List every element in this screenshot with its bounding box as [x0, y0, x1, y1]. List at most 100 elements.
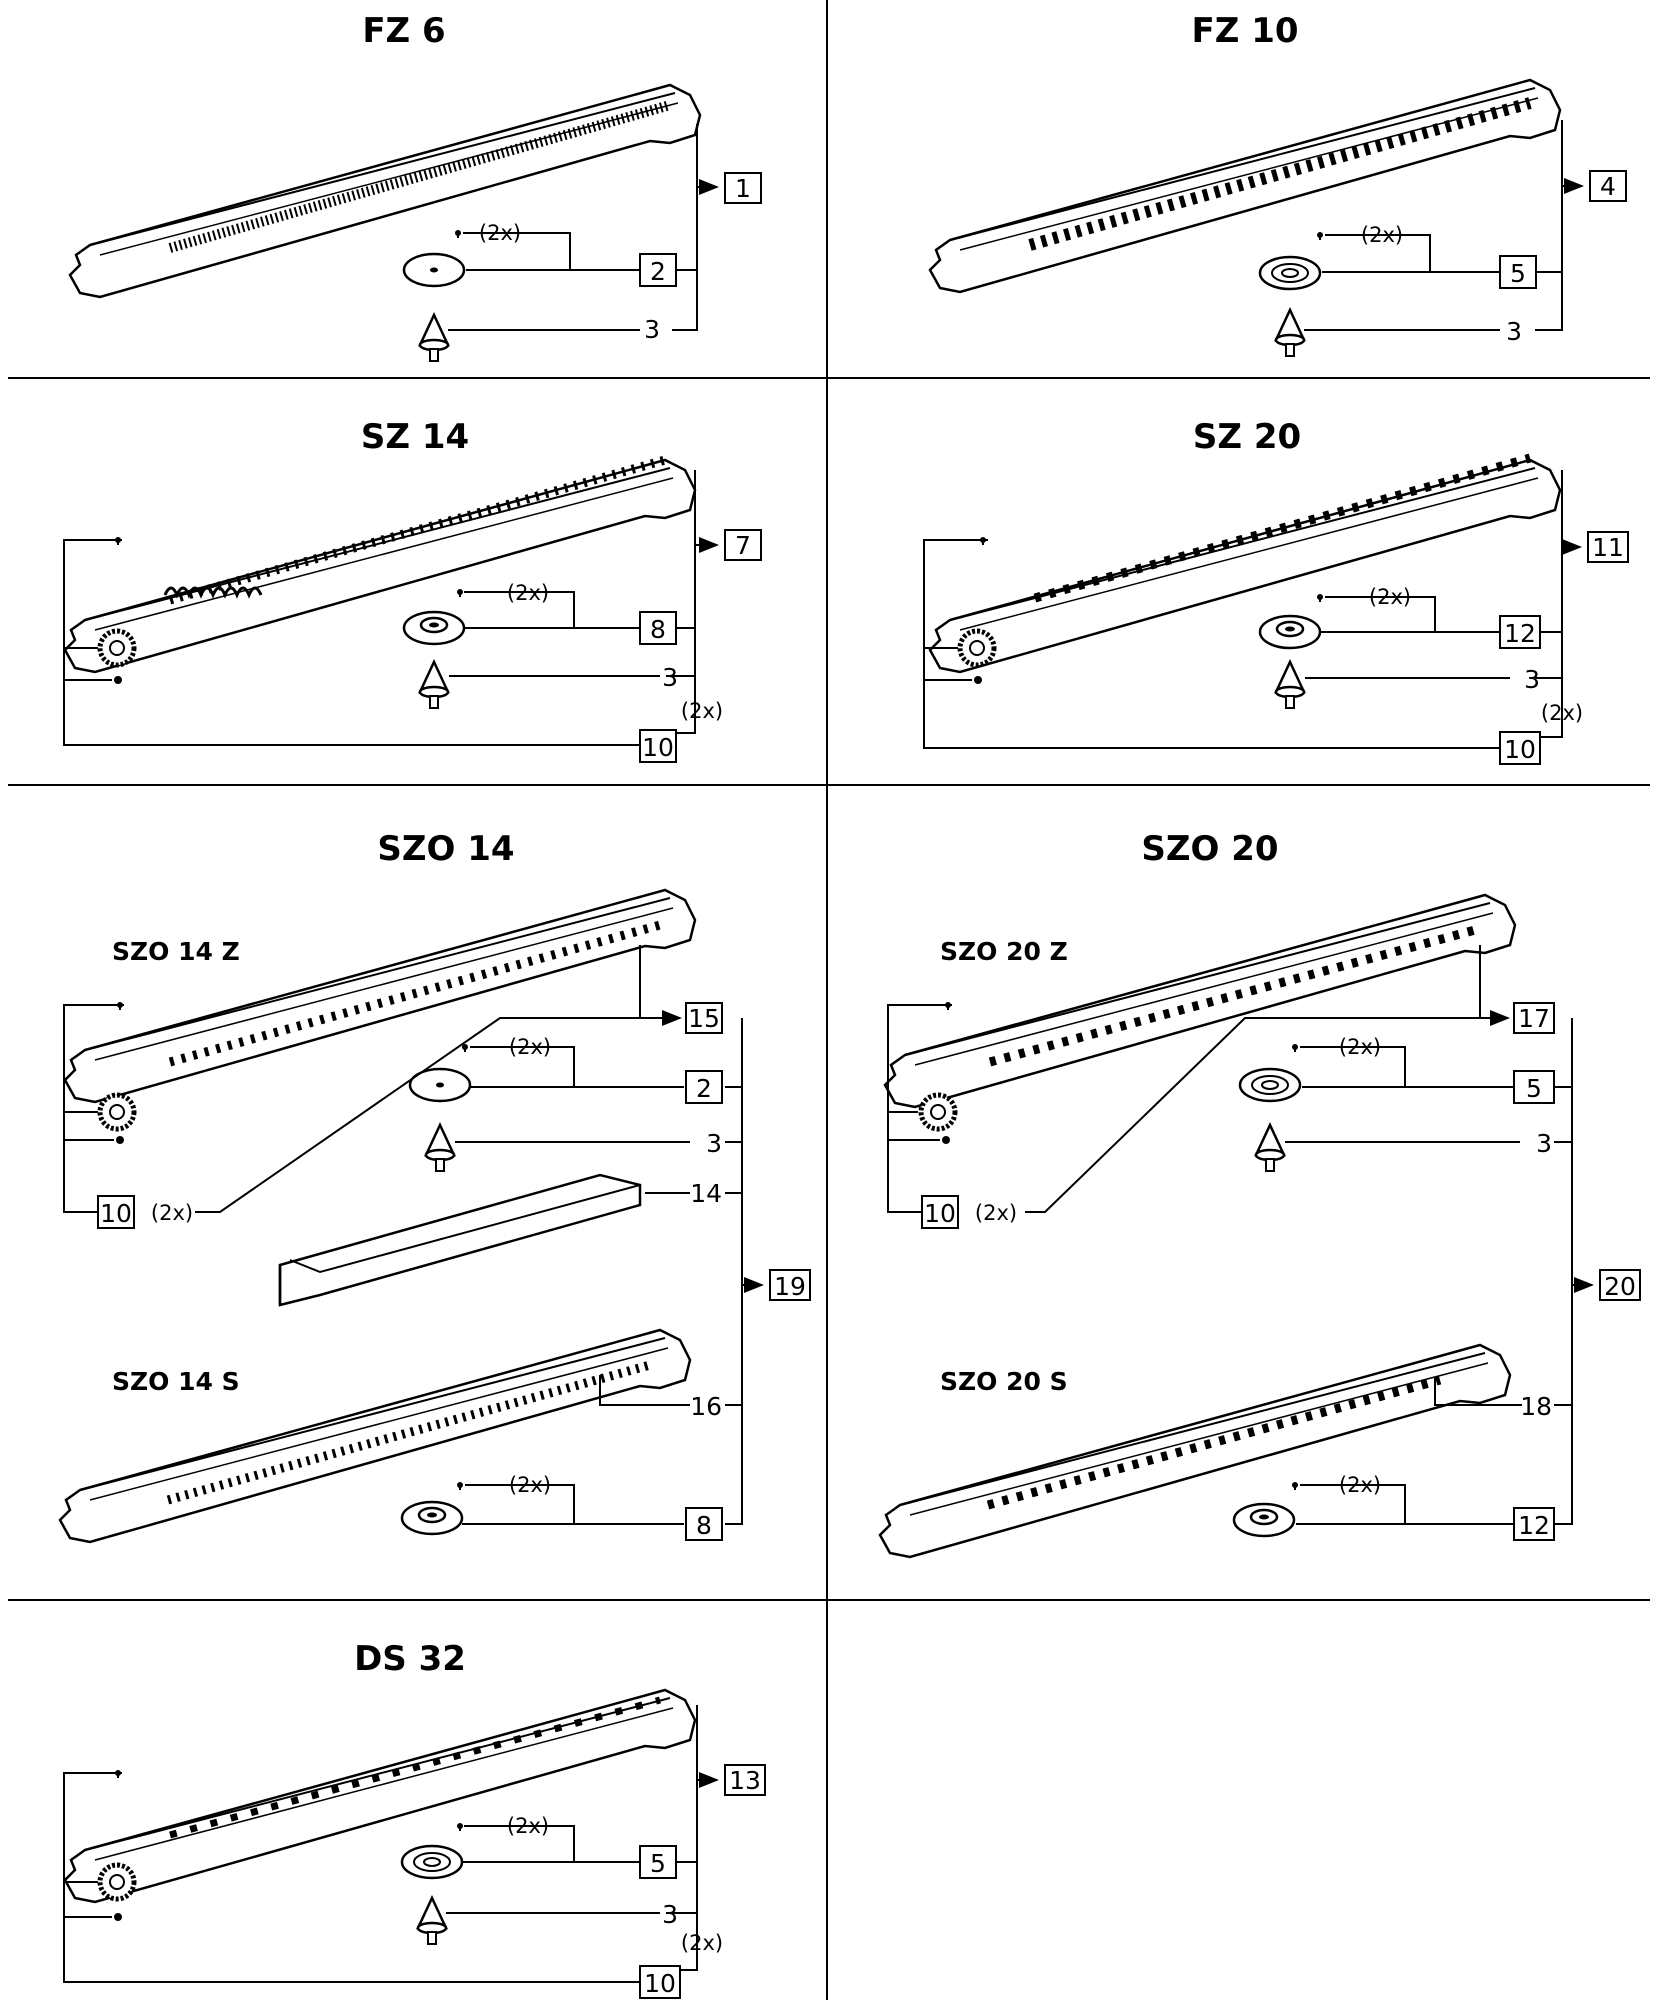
svg-text:4: 4 [1600, 172, 1616, 201]
svg-text:20: 20 [1604, 1272, 1636, 1301]
fz10-jig-bar [928, 78, 1562, 294]
svg-text:5: 5 [1526, 1074, 1542, 1103]
svg-text:DS 32: DS 32 [354, 1639, 466, 1679]
svg-text:(2x): (2x) [151, 1201, 193, 1225]
szo14-hub-washer [400, 1500, 464, 1536]
svg-text:12: 12 [1518, 1511, 1550, 1540]
svg-text:SZO 20: SZO 20 [1141, 829, 1278, 869]
fz10-wide-slots [1028, 97, 1532, 251]
svg-text:SZO 20 Z: SZO 20 Z [940, 937, 1068, 966]
szo20z-jig-bar [883, 893, 1517, 1109]
szo14z-teeth [168, 920, 662, 1067]
ds32-hole-row [169, 1696, 661, 1839]
svg-text:3: 3 [1536, 1129, 1552, 1158]
svg-text:2: 2 [650, 257, 666, 286]
szo20-hub-washer [1232, 1502, 1296, 1538]
svg-text:3: 3 [644, 315, 660, 344]
sz20-dovetail-row [1033, 453, 1532, 603]
svg-text:10: 10 [100, 1199, 132, 1228]
szo20-nut [942, 1136, 950, 1144]
szo14-nut [116, 1136, 124, 1144]
panel-fz6: FZ 6 1 2 3 (2x) [68, 11, 762, 363]
szo14-gear [100, 1095, 134, 1129]
svg-text:FZ 10: FZ 10 [1191, 11, 1298, 51]
svg-text:18: 18 [1520, 1392, 1552, 1421]
szo20-gear [921, 1095, 955, 1129]
fz10-ring-washer [1258, 255, 1322, 291]
svg-text:11: 11 [1592, 533, 1624, 562]
svg-text:1: 1 [735, 174, 751, 203]
svg-text:12: 12 [1504, 619, 1536, 648]
svg-text:10: 10 [642, 733, 674, 762]
panel-ds32: DS 32 13 5 3 10 (2x) (2x) [63, 1639, 766, 1999]
svg-text:10: 10 [924, 1199, 956, 1228]
ds32-gear [100, 1865, 134, 1899]
ds32-cone-pin [416, 1896, 448, 1946]
svg-text:(2x): (2x) [1369, 585, 1411, 609]
svg-text:17: 17 [1518, 1004, 1550, 1033]
szo14z-jig-bar [63, 888, 697, 1104]
fz6-cone-pin [418, 313, 450, 363]
panel-szo14: SZO 14 SZO 14 Z SZO 14 S [58, 829, 811, 1544]
szo20s-teeth [986, 1375, 1442, 1510]
svg-text:3: 3 [662, 663, 678, 692]
sz20-jig-bar [928, 458, 1562, 674]
svg-text:(2x): (2x) [509, 1035, 551, 1059]
svg-text:13: 13 [729, 1766, 761, 1795]
szo14-angle-profile [278, 1173, 642, 1307]
fz6-washer [402, 252, 466, 288]
svg-text:(2x): (2x) [507, 1814, 549, 1838]
svg-text:19: 19 [774, 1272, 806, 1301]
fz10-screw [1316, 231, 1324, 241]
svg-text:7: 7 [735, 531, 751, 560]
svg-text:(2x): (2x) [509, 1473, 551, 1497]
szo14-screw-b [456, 1481, 464, 1491]
svg-text:SZO 20 S: SZO 20 S [940, 1367, 1068, 1396]
ds32-ring-washer [400, 1844, 464, 1880]
szo14s-teeth [166, 1360, 652, 1505]
sz14-hub-washer [402, 610, 466, 646]
svg-text:8: 8 [696, 1511, 712, 1540]
svg-text:10: 10 [644, 1969, 676, 1998]
svg-text:(2x): (2x) [1361, 223, 1403, 247]
sz20-gear [960, 631, 994, 665]
svg-text:2: 2 [696, 1074, 712, 1103]
svg-text:SZO 14 S: SZO 14 S [112, 1367, 240, 1396]
ds32-nut [114, 1913, 122, 1921]
svg-text:5: 5 [1510, 259, 1526, 288]
svg-text:10: 10 [1504, 735, 1536, 764]
ds32-jig-bar [63, 1688, 697, 1904]
panel-grid [8, 0, 1650, 2000]
svg-text:(2x): (2x) [1339, 1035, 1381, 1059]
sz20-nut [974, 676, 982, 684]
fz10-cone-pin [1274, 308, 1306, 358]
ds32-screw [456, 1822, 464, 1832]
szo20-screw-b [1291, 1481, 1299, 1491]
svg-text:(2x): (2x) [507, 581, 549, 605]
svg-text:SZ 20: SZ 20 [1193, 417, 1301, 457]
fz6-jig-bar [68, 83, 702, 299]
svg-text:3: 3 [706, 1129, 722, 1158]
svg-text:(2x): (2x) [479, 221, 521, 245]
svg-text:(2x): (2x) [1541, 701, 1583, 725]
sz20-screw [1316, 593, 1324, 603]
sz14-nut [114, 676, 122, 684]
panel-title: FZ 6 [362, 11, 445, 51]
svg-text:(2x): (2x) [1339, 1473, 1381, 1497]
svg-text:14: 14 [690, 1179, 722, 1208]
szo14-cone-pin [424, 1123, 456, 1173]
panel-sz14: SZ 14 7 8 3 10 (2x) [63, 417, 762, 763]
svg-text:3: 3 [662, 1900, 678, 1929]
szo14s-jig-bar [58, 1328, 692, 1544]
svg-text:3: 3 [1506, 317, 1522, 346]
szo20-cone-pin [1254, 1123, 1286, 1173]
svg-text:(2x): (2x) [681, 699, 723, 723]
svg-text:SZ 14: SZ 14 [361, 417, 469, 457]
svg-text:(2x): (2x) [681, 1931, 723, 1955]
svg-text:(2x): (2x) [975, 1201, 1017, 1225]
panel-sz20: SZ 20 11 12 3 10 (2x) (2x) [923, 417, 1629, 765]
sz14-teeth [163, 586, 263, 599]
svg-text:SZO 14 Z: SZO 14 Z [112, 937, 240, 966]
sz20-hub-washer [1258, 614, 1322, 650]
